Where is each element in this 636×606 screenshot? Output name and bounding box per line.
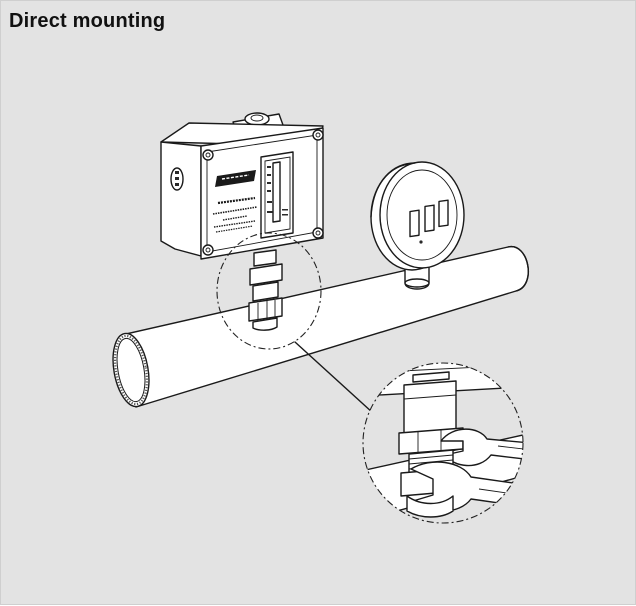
detail-callout xyxy=(216,232,374,414)
pressure-switch xyxy=(160,112,324,331)
gauge-display xyxy=(409,199,449,244)
side-plate xyxy=(170,167,184,191)
pipe xyxy=(112,246,530,408)
setting-window xyxy=(260,151,294,239)
logo-badge xyxy=(215,170,256,187)
pressure-gauge xyxy=(370,161,465,290)
nameplate-lettering xyxy=(212,196,258,233)
housing-screws xyxy=(202,129,324,256)
figure-title: Direct mounting xyxy=(9,10,166,32)
detail-magnifier xyxy=(362,362,524,524)
pressure-connector xyxy=(248,249,283,331)
